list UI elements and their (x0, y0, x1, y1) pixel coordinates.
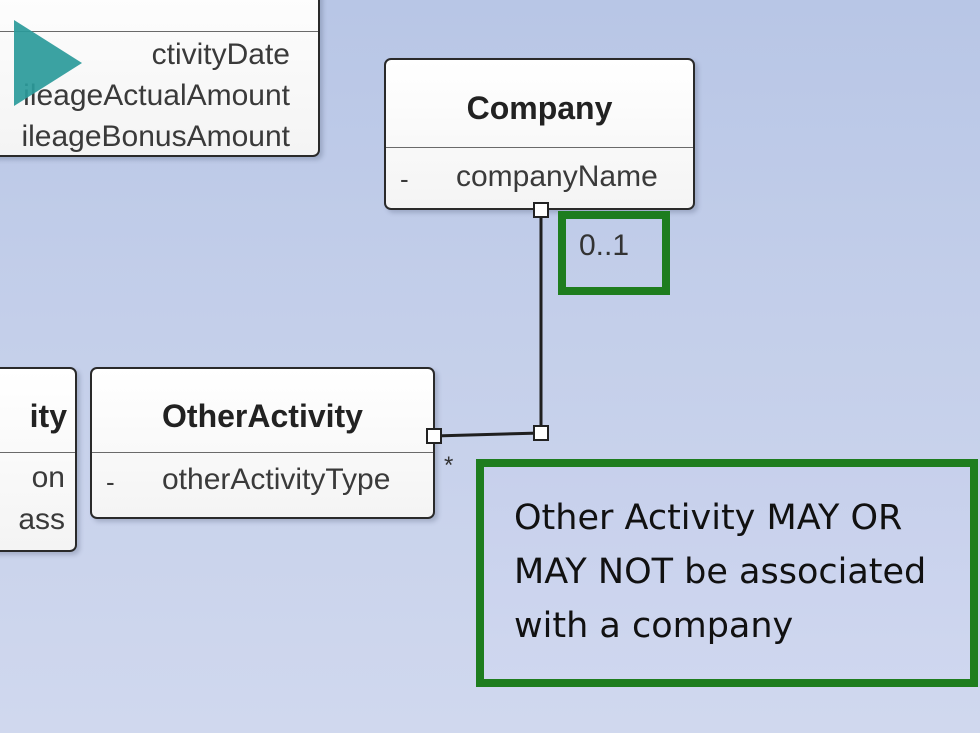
attribute-row: on (0, 461, 75, 503)
class-other-activity[interactable]: OtherActivity - otherActivityType (90, 367, 435, 519)
note-text: Other Activity MAY OR MAY NOT be associa… (514, 498, 927, 646)
attribute-visibility: - (400, 164, 409, 194)
annotation-note: Other Activity MAY OR MAY NOT be associa… (476, 459, 978, 687)
class-company[interactable]: Company - companyName (384, 58, 695, 210)
attribute-row: ileageBonusAmount (0, 120, 318, 155)
attribute-row: - otherActivityType (92, 453, 433, 497)
partial-class-activity-left[interactable]: ity on ass (0, 367, 77, 552)
attribute-compartment: - companyName (386, 148, 693, 194)
attribute-row: ass (0, 503, 75, 545)
connector-bend-handle[interactable] (533, 425, 549, 441)
class-name-compartment (0, 0, 318, 32)
connector-handle[interactable] (533, 202, 549, 218)
multiplicity-activity-end: * (444, 452, 454, 479)
attribute-row: ctivityDate (0, 38, 318, 79)
connector-handle[interactable] (426, 428, 442, 444)
attribute-compartment: on ass (0, 453, 75, 545)
multiplicity-company-end: 0..1 (579, 229, 630, 262)
class-name: Company (386, 60, 693, 148)
class-name: OtherActivity (92, 369, 433, 453)
attribute-compartment: - otherActivityType (92, 453, 433, 497)
attribute-compartment: ctivityDate ileageActualAmount ileageBon… (0, 38, 318, 155)
attribute-name: on (31, 461, 65, 494)
class-name: ity (0, 369, 75, 453)
multiplicity-highlight (558, 211, 670, 295)
attribute-name: ileageActualAmount (23, 79, 290, 112)
attribute-row: - companyName (386, 148, 693, 194)
attribute-name: ctivityDate (151, 38, 290, 71)
play-icon[interactable] (12, 18, 84, 108)
attribute-row: ileageActualAmount (0, 79, 318, 120)
attribute-name: otherActivityType (162, 463, 391, 496)
partial-class-activity[interactable]: ctivityDate ileageActualAmount ileageBon… (0, 0, 320, 157)
attribute-visibility: - (106, 467, 115, 497)
attribute-name: companyName (456, 160, 658, 193)
attribute-name: ass (18, 503, 65, 536)
attribute-name: ileageBonusAmount (21, 120, 290, 153)
